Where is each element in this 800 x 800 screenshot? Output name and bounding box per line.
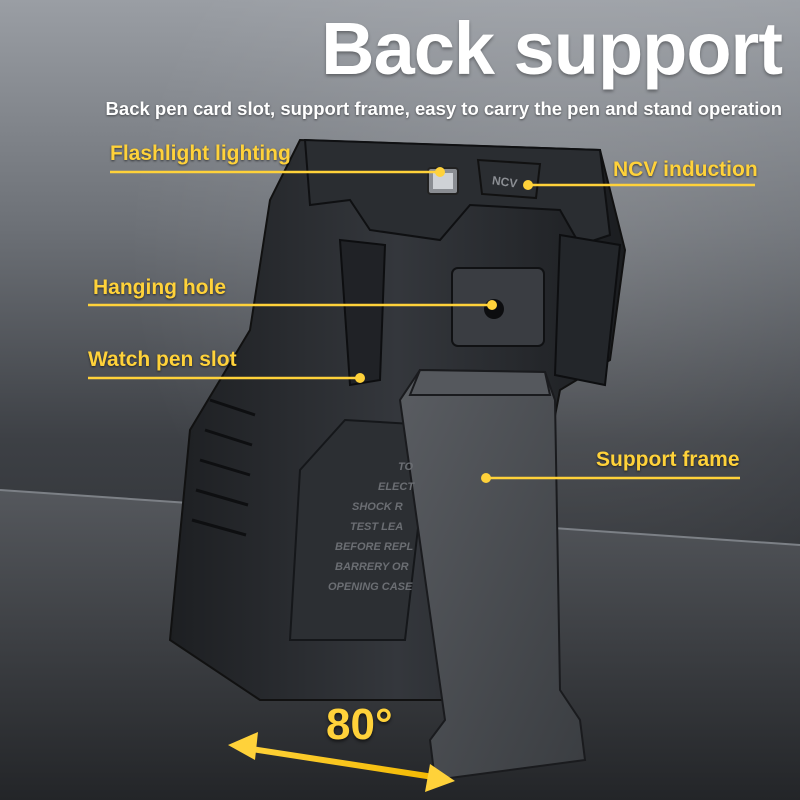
callout-support-frame: Support frame [596,448,740,471]
callout-flashlight: Flashlight lighting [110,142,291,165]
angle-label: 80° [326,700,393,749]
page-title: Back support [321,7,783,90]
warning-line: SHOCK R [352,501,403,513]
ncv-marking: NCV [491,173,518,190]
angle-arrow [228,732,455,792]
callout-hanging-hole: Hanging hole [93,276,226,299]
warning-line: OPENING CASE [328,581,413,593]
warning-markings: TO ELECT SHOCK R TEST LEA BEFORE REPL BA… [328,461,415,593]
page-subtitle: Back pen card slot, support frame, easy … [105,98,782,119]
warning-line: BEFORE REPL [335,541,414,553]
warning-line: ELECT [378,481,415,493]
support-frame [398,368,587,782]
warning-line: TEST LEA [350,521,403,533]
callout-ncv: NCV induction [613,158,758,181]
warning-line: BARRERY OR [335,561,409,573]
callout-lines [88,170,755,480]
callout-watch-pen-slot: Watch pen slot [88,348,237,371]
warning-line: TO [398,461,414,473]
